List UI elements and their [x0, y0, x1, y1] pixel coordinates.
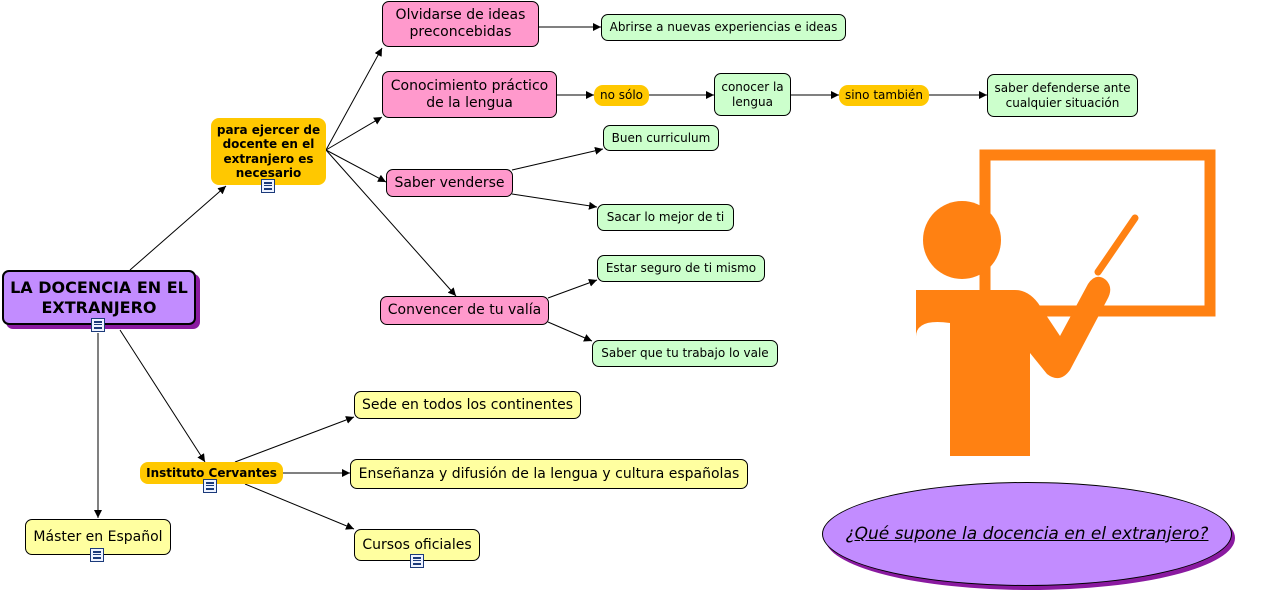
vale-label: Saber que tu trabajo lo vale — [601, 346, 769, 361]
abrirse-node[interactable]: Abrirse a nuevas experiencias e ideas — [601, 14, 846, 41]
cervantes-label: Instituto Cervantes — [146, 465, 277, 480]
sede-node[interactable]: Sede en todos los continentes — [354, 391, 581, 419]
venderse-label: Saber venderse — [394, 174, 505, 191]
ensenanza-node[interactable]: Enseñanza y difusión de la lengua y cult… — [350, 459, 748, 489]
conocimiento-label: Conocimiento práctico de la lengua — [390, 77, 549, 111]
sede-label: Sede en todos los continentes — [361, 396, 574, 413]
note-icon[interactable] — [203, 479, 217, 493]
sino-tambien-link[interactable]: sino también — [839, 85, 929, 106]
edge-hub-conocimiento — [325, 116, 383, 151]
edge-hub-venderse — [325, 149, 387, 183]
edge-hub-convencer — [325, 149, 457, 297]
edge-root-cervantes — [119, 329, 206, 463]
edge-root-hub — [129, 185, 227, 271]
ensenanza-label: Enseñanza y difusión de la lengua y cult… — [358, 465, 740, 482]
teacher-head — [923, 201, 1001, 279]
edge-venderse-sacar — [511, 193, 598, 210]
defenderse-label: saber defenderse ante cualquier situació… — [994, 81, 1131, 110]
curriculum-node[interactable]: Buen curriculum — [603, 125, 719, 151]
cursos-label: Cursos oficiales — [362, 536, 472, 553]
olvidarse-node[interactable]: Olvidarse de ideas preconcebidas — [382, 1, 539, 47]
note-icon[interactable] — [261, 179, 275, 193]
conocer-node[interactable]: conocer la lengua — [714, 73, 791, 116]
seguro-label: Estar seguro de ti mismo — [605, 261, 757, 276]
edge-venderse-curriculum — [511, 146, 604, 171]
hub-requisitos-label: para ejercer de docente en el extranjero… — [216, 122, 321, 180]
edge-cervantes-cursos — [244, 483, 355, 530]
root-topic-node[interactable]: LA DOCENCIA EN EL EXTRANJERO — [2, 270, 196, 325]
cervantes-node[interactable]: Instituto Cervantes — [140, 462, 283, 484]
edge-convencer-seguro — [547, 279, 598, 299]
curriculum-label: Buen curriculum — [611, 130, 711, 145]
question-ellipse[interactable]: ¿Qué supone la docencia en el extranjero… — [822, 482, 1232, 586]
note-icon[interactable] — [90, 548, 104, 562]
pointer-stick — [1094, 214, 1139, 276]
edge-convencer-vale — [547, 321, 593, 342]
defenderse-node[interactable]: saber defenderse ante cualquier situació… — [987, 74, 1138, 117]
question-link[interactable]: ¿Qué supone la docencia en el extranjero… — [845, 524, 1209, 544]
no-solo-link[interactable]: no sólo — [594, 85, 649, 106]
sacar-label: Sacar lo mejor de ti — [606, 210, 725, 225]
vale-node[interactable]: Saber que tu trabajo lo vale — [592, 340, 778, 367]
hub-requisitos-node[interactable]: para ejercer de docente en el extranjero… — [211, 118, 326, 185]
sino-tambien-label: sino también — [844, 88, 924, 103]
edge-cervantes-sede — [234, 416, 355, 463]
venderse-node[interactable]: Saber venderse — [386, 169, 513, 197]
conocer-label: conocer la lengua — [721, 80, 784, 109]
note-icon[interactable] — [410, 554, 424, 568]
edge-hub-olvidarse — [325, 47, 383, 151]
teacher-illustration — [915, 149, 1216, 456]
abrirse-label: Abrirse a nuevas experiencias e ideas — [609, 20, 838, 35]
convencer-node[interactable]: Convencer de tu valía — [380, 296, 549, 325]
root-topic-label: LA DOCENCIA EN EL EXTRANJERO — [10, 278, 188, 317]
seguro-node[interactable]: Estar seguro de ti mismo — [597, 255, 765, 282]
olvidarse-label: Olvidarse de ideas preconcebidas — [395, 7, 526, 40]
conocimiento-node[interactable]: Conocimiento práctico de la lengua — [382, 71, 557, 118]
sacar-node[interactable]: Sacar lo mejor de ti — [597, 204, 734, 231]
no-solo-label: no sólo — [599, 88, 644, 103]
convencer-label: Convencer de tu valía — [387, 302, 542, 319]
teacher-body — [915, 276, 1111, 456]
master-label: Máster en Español — [33, 528, 163, 545]
note-icon[interactable] — [91, 318, 105, 332]
